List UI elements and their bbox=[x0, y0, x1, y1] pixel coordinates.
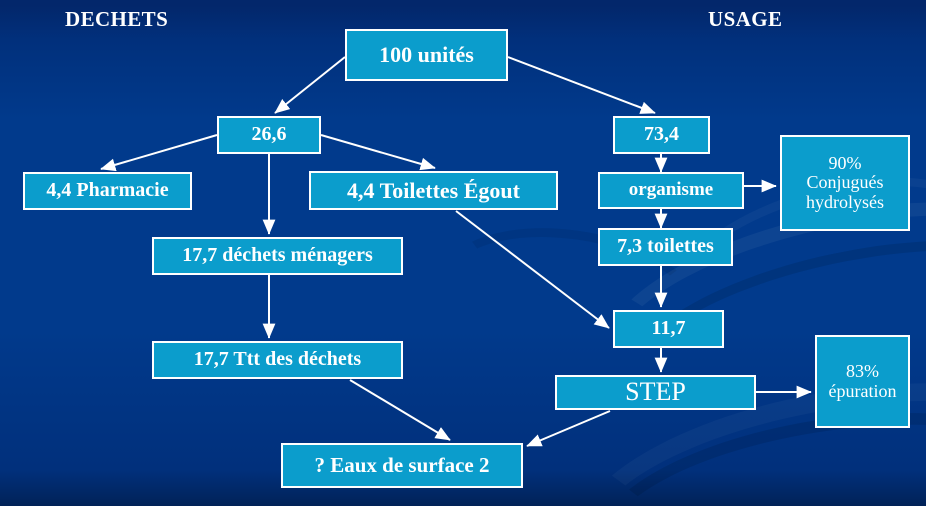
node-label: 90% Conjugués hydrolysés bbox=[806, 152, 884, 212]
node-n117[interactable]: 11,7 bbox=[613, 310, 724, 348]
node-toilettes73[interactable]: 7,3 toilettes bbox=[598, 228, 733, 266]
edge-toilettes-to-n117 bbox=[455, 210, 610, 329]
edge-n266-to-toilettes bbox=[320, 134, 436, 171]
node-label: 11,7 bbox=[651, 317, 686, 340]
node-label: STEP bbox=[625, 377, 686, 407]
node-eaux[interactable]: ? Eaux de surface 2 bbox=[281, 443, 523, 488]
node-label: 73,4 bbox=[644, 123, 679, 146]
header-right: USAGE bbox=[708, 7, 783, 31]
edge-n266-to-pharmacie bbox=[100, 134, 218, 172]
node-menagers[interactable]: 17,7 déchets ménagers bbox=[152, 237, 403, 275]
node-label: organisme bbox=[628, 179, 714, 201]
node-label: 7,3 toilettes bbox=[617, 235, 714, 258]
node-label: 83% épuration bbox=[828, 361, 897, 401]
node-n266[interactable]: 26,6 bbox=[217, 116, 321, 154]
node-label: 17,7 déchets ménagers bbox=[182, 244, 373, 267]
header-left: DECHETS bbox=[65, 7, 169, 31]
node-n734[interactable]: 73,4 bbox=[613, 116, 710, 154]
node-toilettes[interactable]: 4,4 Toilettes Égout bbox=[309, 171, 558, 210]
node-label: ? Eaux de surface 2 bbox=[314, 453, 490, 478]
node-n100[interactable]: 100 unités bbox=[345, 29, 508, 81]
node-epuration[interactable]: 83% épuration bbox=[815, 335, 910, 428]
node-label: 4,4 Pharmacie bbox=[46, 179, 169, 202]
node-label: 100 unités bbox=[379, 42, 474, 68]
node-conjugues[interactable]: 90% Conjugués hydrolysés bbox=[780, 135, 910, 231]
node-label: 17,7 Ttt des déchets bbox=[193, 348, 362, 371]
node-step[interactable]: STEP bbox=[555, 375, 756, 410]
edge-n100-to-n266 bbox=[274, 56, 346, 114]
node-label: 4,4 Toilettes Égout bbox=[347, 177, 520, 203]
edge-n100-to-n734 bbox=[507, 56, 656, 114]
node-ttt[interactable]: 17,7 Ttt des déchets bbox=[152, 341, 403, 379]
edge-step-to-eaux bbox=[526, 410, 611, 447]
node-label: 26,6 bbox=[251, 123, 287, 146]
edge-ttt-to-eaux bbox=[349, 379, 451, 441]
node-organisme[interactable]: organisme bbox=[598, 172, 744, 209]
node-pharmacie[interactable]: 4,4 Pharmacie bbox=[23, 172, 192, 210]
